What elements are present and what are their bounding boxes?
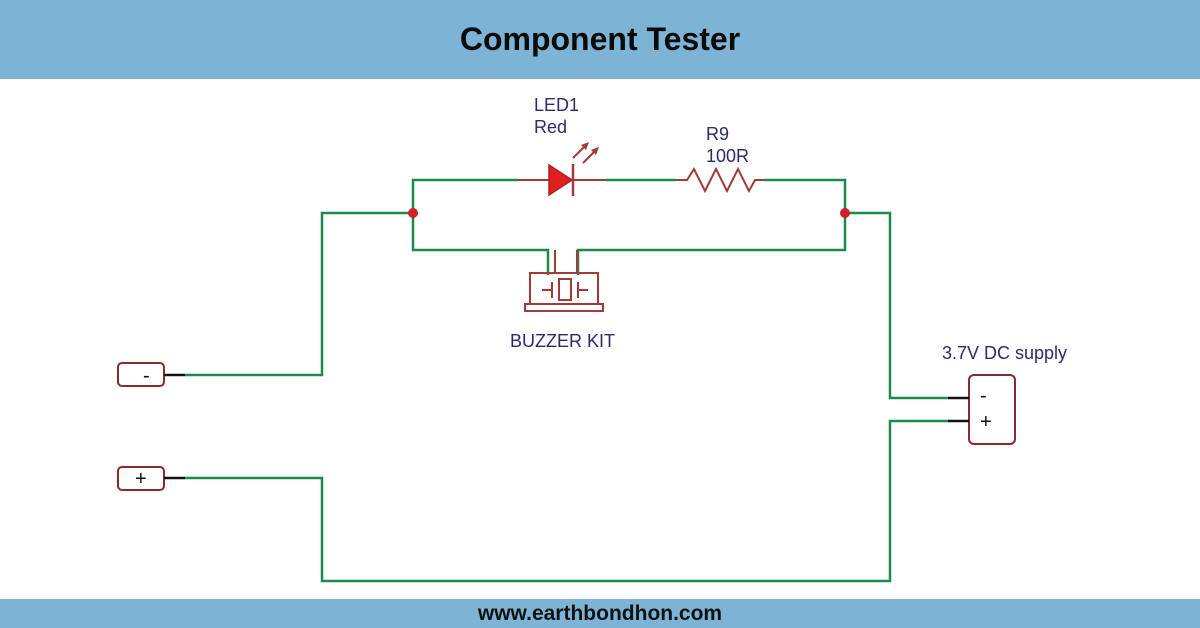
- wire-top-right: [576, 178, 847, 275]
- led-value-label: Red: [534, 117, 567, 137]
- wire-supply-plus: [185, 419, 948, 583]
- junction-left: [408, 208, 418, 218]
- probe-minus-terminal[interactable]: -: [117, 362, 185, 387]
- page-title: Component Tester: [459, 21, 741, 57]
- wire-top-left: [411, 178, 550, 275]
- junction-right: [840, 208, 850, 218]
- buzzer-symbol: [524, 250, 604, 312]
- probe-minus-label: -: [143, 365, 150, 387]
- wire-supply-minus: [845, 211, 948, 400]
- header-banner: Component Tester: [0, 0, 1200, 79]
- wires: [185, 178, 948, 583]
- buzzer-label: BUZZER KIT: [510, 331, 615, 351]
- probe-plus-label: +: [135, 468, 147, 490]
- led-ref-label: LED1: [534, 95, 579, 115]
- led-symbol: [518, 142, 606, 197]
- supply-minus-pin-label: -: [980, 385, 987, 407]
- footer-banner: www.earthbondhon.com: [0, 599, 1200, 628]
- website-link[interactable]: www.earthbondhon.com: [477, 601, 723, 625]
- wire-probe-minus: [185, 211, 413, 377]
- probe-plus-terminal[interactable]: +: [117, 466, 185, 491]
- resistor-symbol: [676, 166, 764, 194]
- resistor-ref-label: R9: [706, 124, 729, 144]
- supply-connector: - +: [948, 374, 1016, 445]
- supply-plus-pin-label: +: [980, 411, 992, 433]
- resistor-value-label: 100R: [706, 146, 749, 166]
- supply-label: 3.7V DC supply: [942, 343, 1067, 363]
